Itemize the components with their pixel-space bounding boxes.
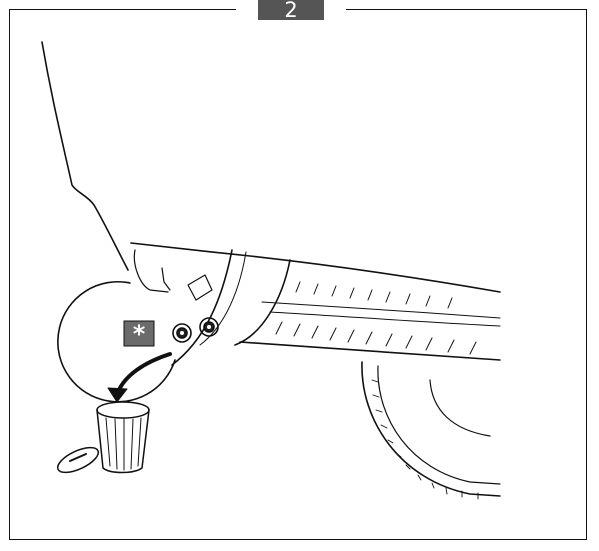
wheel-arch-outer bbox=[172, 250, 232, 365]
bolt-left-icon bbox=[173, 324, 191, 342]
zoom-circle bbox=[58, 282, 175, 402]
asterisk-icon: * bbox=[124, 320, 154, 348]
bumper-notch bbox=[162, 268, 170, 290]
arrow-head bbox=[108, 388, 127, 402]
tire-inner bbox=[378, 366, 500, 484]
curved-arrow-icon bbox=[118, 354, 170, 392]
bin-lid-icon bbox=[54, 443, 101, 478]
tire-outer bbox=[362, 362, 500, 496]
tire-tread bbox=[372, 380, 478, 499]
tread-marks-lower bbox=[276, 322, 476, 354]
trash-bin-icon bbox=[97, 402, 149, 473]
car-sill-mid2 bbox=[270, 312, 500, 326]
car-sill-bottom bbox=[240, 342, 500, 360]
tread-marks-upper bbox=[296, 282, 452, 308]
bumper-recess bbox=[188, 275, 212, 300]
car-sill-top bbox=[131, 243, 500, 292]
car-sill-mid bbox=[262, 302, 500, 318]
car-body-outline bbox=[42, 42, 128, 270]
rim-edge bbox=[430, 380, 490, 436]
badge-symbol: * bbox=[133, 320, 146, 348]
